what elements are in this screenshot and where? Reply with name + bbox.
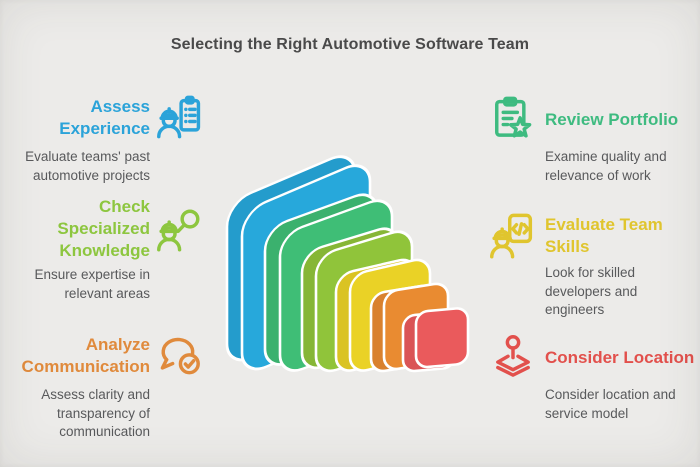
item-heading: Consider Location [545,348,695,367]
item-description: Evaluate teams' past automotive projects [25,149,150,183]
map-pin-layers-icon [487,332,539,384]
item-heading: Review Portfolio [545,110,679,129]
engineer-magnifier-icon [154,203,206,255]
item-evaluate-team-skills: Evaluate Team Skills Look for skilled de… [487,210,700,320]
chat-check-icon [154,330,206,382]
item-heading: Assess Experience [59,97,150,138]
item-description: Look for skilled developers and engineer… [545,265,638,317]
item-description: Examine quality and relevance of work [545,149,667,183]
item-description: Assess clarity and transparency of commu… [41,387,150,439]
item-heading: Evaluate Team Skills [545,215,663,256]
item-consider-location: Consider Location Consider location and … [487,332,700,423]
item-description: Ensure expertise in relevant areas [34,267,150,301]
layer-6-front [401,307,470,373]
item-description: Consider location and service model [545,387,676,421]
engineer-clipboard-icon [154,92,206,144]
item-check-specialized-knowledge: Check Specialized Knowledge Ensure exper… [0,196,210,303]
item-assess-experience: Assess Experience Evaluate teams' past a… [0,92,210,185]
engineer-code-icon [487,210,539,262]
item-analyze-communication: Analyze Communication Assess clarity and… [0,330,210,442]
item-review-portfolio: Review Portfolio Examine quality and rel… [487,94,700,185]
item-heading: Check Specialized Knowledge [57,197,150,260]
page-title: Selecting the Right Automotive Software … [170,36,530,53]
item-heading: Analyze Communication [21,335,150,376]
clipboard-star-icon [487,94,539,146]
